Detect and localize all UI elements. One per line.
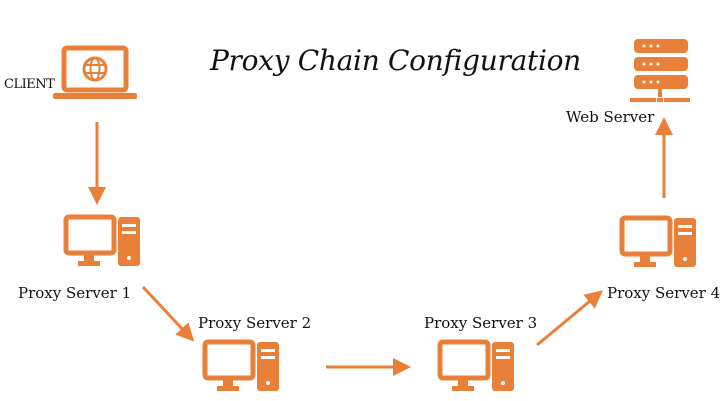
proxy-server-2-label: Proxy Server 2 (198, 314, 312, 332)
client-label: CLIENT (4, 77, 55, 92)
web-server-label: Web Server (566, 108, 655, 126)
server-rack-icon (630, 39, 690, 102)
proxy-server-1-label: Proxy Server 1 (18, 284, 132, 302)
desktop-computer-icon-proxy1 (63, 214, 140, 266)
desktop-computer-icon-proxy3 (437, 339, 514, 391)
desktop-computer-icon-proxy2 (202, 339, 279, 391)
diagram-title: Proxy Chain Configuration (210, 44, 581, 77)
laptop-globe-icon (53, 45, 137, 99)
arrow-proxy3-to-proxy4 (536, 290, 603, 347)
proxy-server-4-label: Proxy Server 4 (607, 284, 720, 302)
proxy-server-3-label: Proxy Server 3 (424, 314, 538, 332)
desktop-computer-icon-proxy4 (619, 215, 696, 267)
arrow-proxy1-to-proxy2 (141, 285, 195, 342)
